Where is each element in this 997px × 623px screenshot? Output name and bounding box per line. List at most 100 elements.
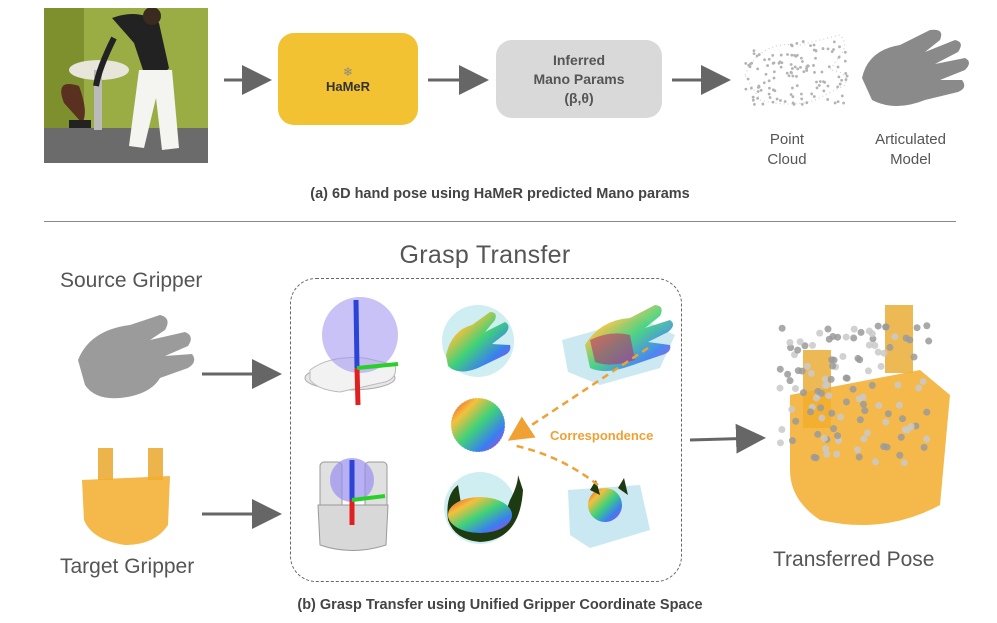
point-cloud-dot <box>821 47 825 50</box>
result-hand-point <box>849 385 857 393</box>
result-hand-point <box>810 453 818 461</box>
point-cloud-dot <box>791 95 795 99</box>
result-hand-point <box>803 362 811 370</box>
section-divider <box>44 221 956 222</box>
result-hand-point <box>778 324 786 332</box>
result-hand-point <box>791 384 799 392</box>
point-cloud-dot <box>759 88 763 92</box>
point-cloud-dot <box>767 79 771 83</box>
point-cloud-dot <box>826 98 830 101</box>
result-hand-point <box>807 369 815 377</box>
result-hand-point <box>901 426 909 434</box>
source-canonical-sphere <box>304 297 399 406</box>
point-cloud-dot <box>826 47 830 51</box>
result-hand-point <box>895 401 903 409</box>
point-cloud-dot <box>772 70 776 74</box>
point-cloud-dot <box>815 86 819 90</box>
point-cloud-label: Point Cloud <box>752 130 822 170</box>
point-cloud-dot <box>772 61 776 65</box>
point-cloud-dot <box>787 74 791 78</box>
point-cloud-dot <box>779 99 782 102</box>
point-cloud-dot <box>795 84 799 88</box>
result-hand-point <box>842 398 850 406</box>
point-cloud-dot <box>845 74 849 78</box>
point-cloud-dot <box>817 83 821 87</box>
result-hand-point <box>869 335 877 343</box>
point-cloud-dot <box>806 64 810 68</box>
point-cloud-dot <box>746 77 750 81</box>
point-cloud-dot <box>795 75 798 78</box>
hamer-logo-icon: ❄ <box>342 64 354 79</box>
result-hand-point <box>882 323 890 331</box>
result-hand-point <box>786 338 794 346</box>
point-cloud-dot <box>752 52 756 56</box>
point-cloud-dot <box>772 76 776 80</box>
transferred-pose-result <box>776 305 950 525</box>
point-cloud-dot <box>766 64 769 67</box>
point-cloud-dot <box>790 86 794 90</box>
point-cloud-dot <box>771 53 775 57</box>
result-hand-point <box>896 451 904 459</box>
point-cloud-dot <box>802 70 806 74</box>
point-cloud-dot <box>775 97 779 101</box>
point-cloud-dot <box>836 85 840 89</box>
result-hand-point <box>839 352 847 360</box>
point-cloud-dot <box>840 78 844 82</box>
result-hand-point <box>920 443 928 451</box>
point-cloud-dot <box>812 43 816 47</box>
point-cloud-dot <box>751 98 755 102</box>
point-cloud-dot <box>838 45 841 49</box>
result-hand-point <box>898 415 906 423</box>
result-hand-point <box>850 325 858 333</box>
articulated-hand-model <box>862 29 969 106</box>
point-cloud-dot <box>744 87 748 91</box>
point-cloud-dot <box>837 75 841 79</box>
point-cloud-dot <box>757 53 761 56</box>
point-cloud-dot <box>783 100 787 103</box>
point-cloud-dot <box>786 53 789 56</box>
point-cloud-dot <box>840 94 844 98</box>
result-hand-point <box>856 416 864 424</box>
result-hand-point <box>807 408 815 416</box>
result-hand-point <box>910 353 918 361</box>
result-hand-point <box>801 342 809 350</box>
target-gripper-correspondence <box>568 478 650 548</box>
result-hand-point <box>923 408 931 416</box>
result-hand-point <box>874 322 882 330</box>
point-cloud-dot <box>756 97 760 100</box>
point-cloud-dot <box>756 67 760 71</box>
point-cloud-dot <box>778 60 782 64</box>
point-cloud-dot <box>800 102 804 106</box>
point-cloud-dot <box>844 78 848 81</box>
point-cloud-dot <box>801 60 804 63</box>
point-cloud-dot <box>812 95 816 98</box>
point-cloud-dot <box>801 40 805 43</box>
point-cloud-dot <box>799 66 802 69</box>
result-hand-point <box>817 389 825 397</box>
result-hand-point <box>816 329 824 337</box>
result-hand-point <box>809 341 817 349</box>
point-cloud-dot <box>826 84 830 88</box>
target-gripper-label: Target Gripper <box>60 555 195 578</box>
correspondence-arrow-top <box>507 346 649 441</box>
point-cloud-dot <box>799 92 803 96</box>
result-hand-point <box>794 346 802 354</box>
result-hand-point <box>874 348 882 356</box>
source-uniform-sphere-hand <box>442 305 514 377</box>
mano-params-box: Inferred Mano Params (β,θ) <box>496 40 662 118</box>
result-hand-point <box>776 365 784 373</box>
result-hand-point <box>823 381 831 389</box>
point-cloud-dot <box>789 93 793 96</box>
result-hand-point <box>875 402 883 410</box>
result-hand-point <box>834 432 842 440</box>
result-hand-point <box>891 333 899 341</box>
point-cloud-dot <box>792 102 796 106</box>
articulated-model-label: Articulated Model <box>858 130 963 170</box>
point-cloud-line1: Point <box>769 131 805 148</box>
point-cloud-dot <box>838 82 842 86</box>
photo-illustration <box>44 8 208 163</box>
result-hand-point <box>792 417 800 425</box>
result-hand-point <box>865 341 873 349</box>
caption-b: (b) Grasp Transfer using Unified Gripper… <box>297 597 703 613</box>
result-hand-point <box>784 370 792 378</box>
